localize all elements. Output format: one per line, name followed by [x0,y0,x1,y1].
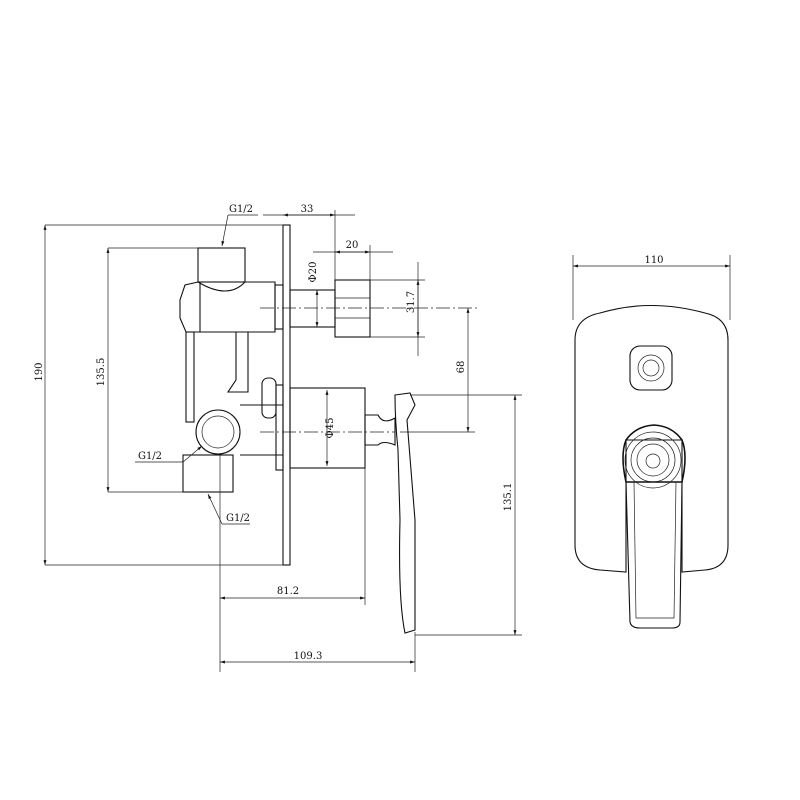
dim-81-2-label: 81.2 [277,586,299,597]
diverter-button [629,345,673,391]
dim-190-label: 190 [34,362,45,381]
thread-left-label: G1/2 [138,451,162,462]
front-view: 110 [572,255,731,629]
dim-135-5-label: 135.5 [96,358,107,387]
cover-plate-side [282,224,291,566]
dim-68-label: 68 [456,361,467,374]
dim-110-label: 110 [644,255,663,266]
side-view: 190 135.5 [34,204,522,672]
valve-body [179,247,284,493]
dim-phi20-label: Φ20 [308,262,319,283]
dim-20-label: 20 [346,240,359,251]
thread-bottom-label: G1/2 [226,513,250,524]
dim-31-7-label: 31.7 [406,291,417,313]
cover-plate-front [574,305,729,573]
lever-front [625,481,683,629]
inlet-port [195,409,241,455]
dim-33-label: 33 [301,204,314,215]
dim-135-1-label: 135.1 [503,483,514,512]
diverter-outlet [260,279,480,338]
thread-top-label: G1/2 [229,204,253,215]
dim-phi45-label: Φ45 [325,418,336,439]
dim-109-3-label: 109.3 [294,651,323,662]
